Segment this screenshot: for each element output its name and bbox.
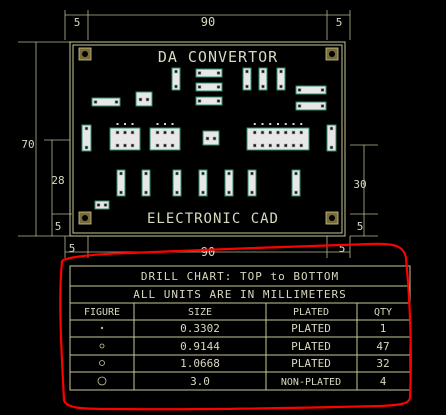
capacitor-c1[interactable] <box>94 200 110 210</box>
header-figure: FIGURE <box>84 307 120 318</box>
row3-plated: PLATED <box>291 357 331 370</box>
row4-qty: 4 <box>380 375 387 388</box>
row4-plated: NON-PLATED <box>281 377 341 388</box>
pcb-board[interactable]: DA CONVERTOR ELECTRONIC CAD <box>69 41 346 237</box>
transistor-q2[interactable] <box>202 130 220 146</box>
resistor-r18[interactable] <box>291 169 301 197</box>
row1-size: 0.3302 <box>180 322 220 335</box>
row2-plated: PLATED <box>291 340 331 353</box>
drill-chart: DRILL CHART: TOP to BOTTOM ALL UNITS ARE… <box>69 265 411 391</box>
header-size: SIZE <box>188 307 212 318</box>
mounting-hole-top-left[interactable] <box>78 47 92 61</box>
drill-symbol-small-icon <box>99 343 105 349</box>
row1-qty: 1 <box>380 322 387 335</box>
dim-left-bottom-margin: 5 <box>55 220 62 233</box>
connector-j2[interactable] <box>326 124 337 152</box>
resistor-r7[interactable] <box>195 96 223 106</box>
drill-chart-units: ALL UNITS ARE IN MILLIMETERS <box>133 288 346 301</box>
resistor-r4[interactable] <box>276 67 286 91</box>
mounting-hole-bottom-left[interactable] <box>78 211 92 225</box>
resistor-r2[interactable] <box>242 67 252 91</box>
dim-bottom-right-margin: 5 <box>339 242 346 255</box>
resistor-r5[interactable] <box>195 68 223 78</box>
dimension-annotations: 5 90 5 70 28 5 30 5 5 90 5 <box>18 10 378 259</box>
resistor-r6[interactable] <box>195 82 223 92</box>
resistor-r14[interactable] <box>198 169 208 197</box>
resistor-r11[interactable] <box>116 169 126 197</box>
resistor-r12[interactable] <box>141 169 151 197</box>
row4-size: 3.0 <box>190 375 210 388</box>
row3-qty: 32 <box>376 357 389 370</box>
resistor-r15[interactable] <box>224 169 234 197</box>
row2-size: 0.9144 <box>180 340 220 353</box>
drill-symbol-large-icon <box>97 376 107 386</box>
row2-qty: 47 <box>376 340 389 353</box>
ic-u2[interactable] <box>149 123 181 151</box>
row1-plated: PLATED <box>291 322 331 335</box>
dim-right-bottom-margin: 5 <box>357 220 364 233</box>
drill-chart-title: DRILL CHART: TOP to BOTTOM <box>141 270 339 283</box>
dim-bottom-width: 90 <box>201 245 215 259</box>
drill-symbol-medium-icon <box>99 360 105 366</box>
dim-bottom-left-margin: 5 <box>69 242 76 255</box>
dim-top-width: 90 <box>201 15 215 29</box>
drill-symbol-tiny-icon <box>100 326 104 330</box>
mounting-hole-bottom-right[interactable] <box>325 211 339 225</box>
resistor-r8[interactable] <box>295 85 327 95</box>
resistor-r9[interactable] <box>295 101 327 111</box>
resistor-r1[interactable] <box>171 67 181 91</box>
row3-size: 1.0668 <box>180 357 220 370</box>
mounting-hole-top-right[interactable] <box>325 47 339 61</box>
dim-left-height: 70 <box>21 138 34 151</box>
header-plated: PLATED <box>293 307 329 318</box>
transistor-q1[interactable] <box>135 91 153 107</box>
dim-right-sub: 30 <box>353 178 366 191</box>
resistor-r13[interactable] <box>172 169 182 197</box>
header-qty: QTY <box>374 307 392 318</box>
dim-top-right-margin: 5 <box>336 16 343 29</box>
dim-top-left-margin: 5 <box>74 16 81 29</box>
red-highlight-annotation <box>59 242 412 411</box>
connector-j1[interactable] <box>81 124 92 152</box>
ic-u3[interactable] <box>246 123 310 151</box>
board-subtitle: ELECTRONIC CAD <box>147 211 279 227</box>
ic-u1[interactable] <box>109 123 141 151</box>
pcb-components[interactable] <box>81 67 337 210</box>
resistor-r16[interactable] <box>247 169 257 197</box>
board-outline <box>69 41 346 237</box>
resistor-r3[interactable] <box>258 67 268 91</box>
dim-left-sub: 28 <box>51 174 64 187</box>
board-title: DA CONVERTOR <box>158 48 278 66</box>
resistor-r10[interactable] <box>91 97 121 107</box>
